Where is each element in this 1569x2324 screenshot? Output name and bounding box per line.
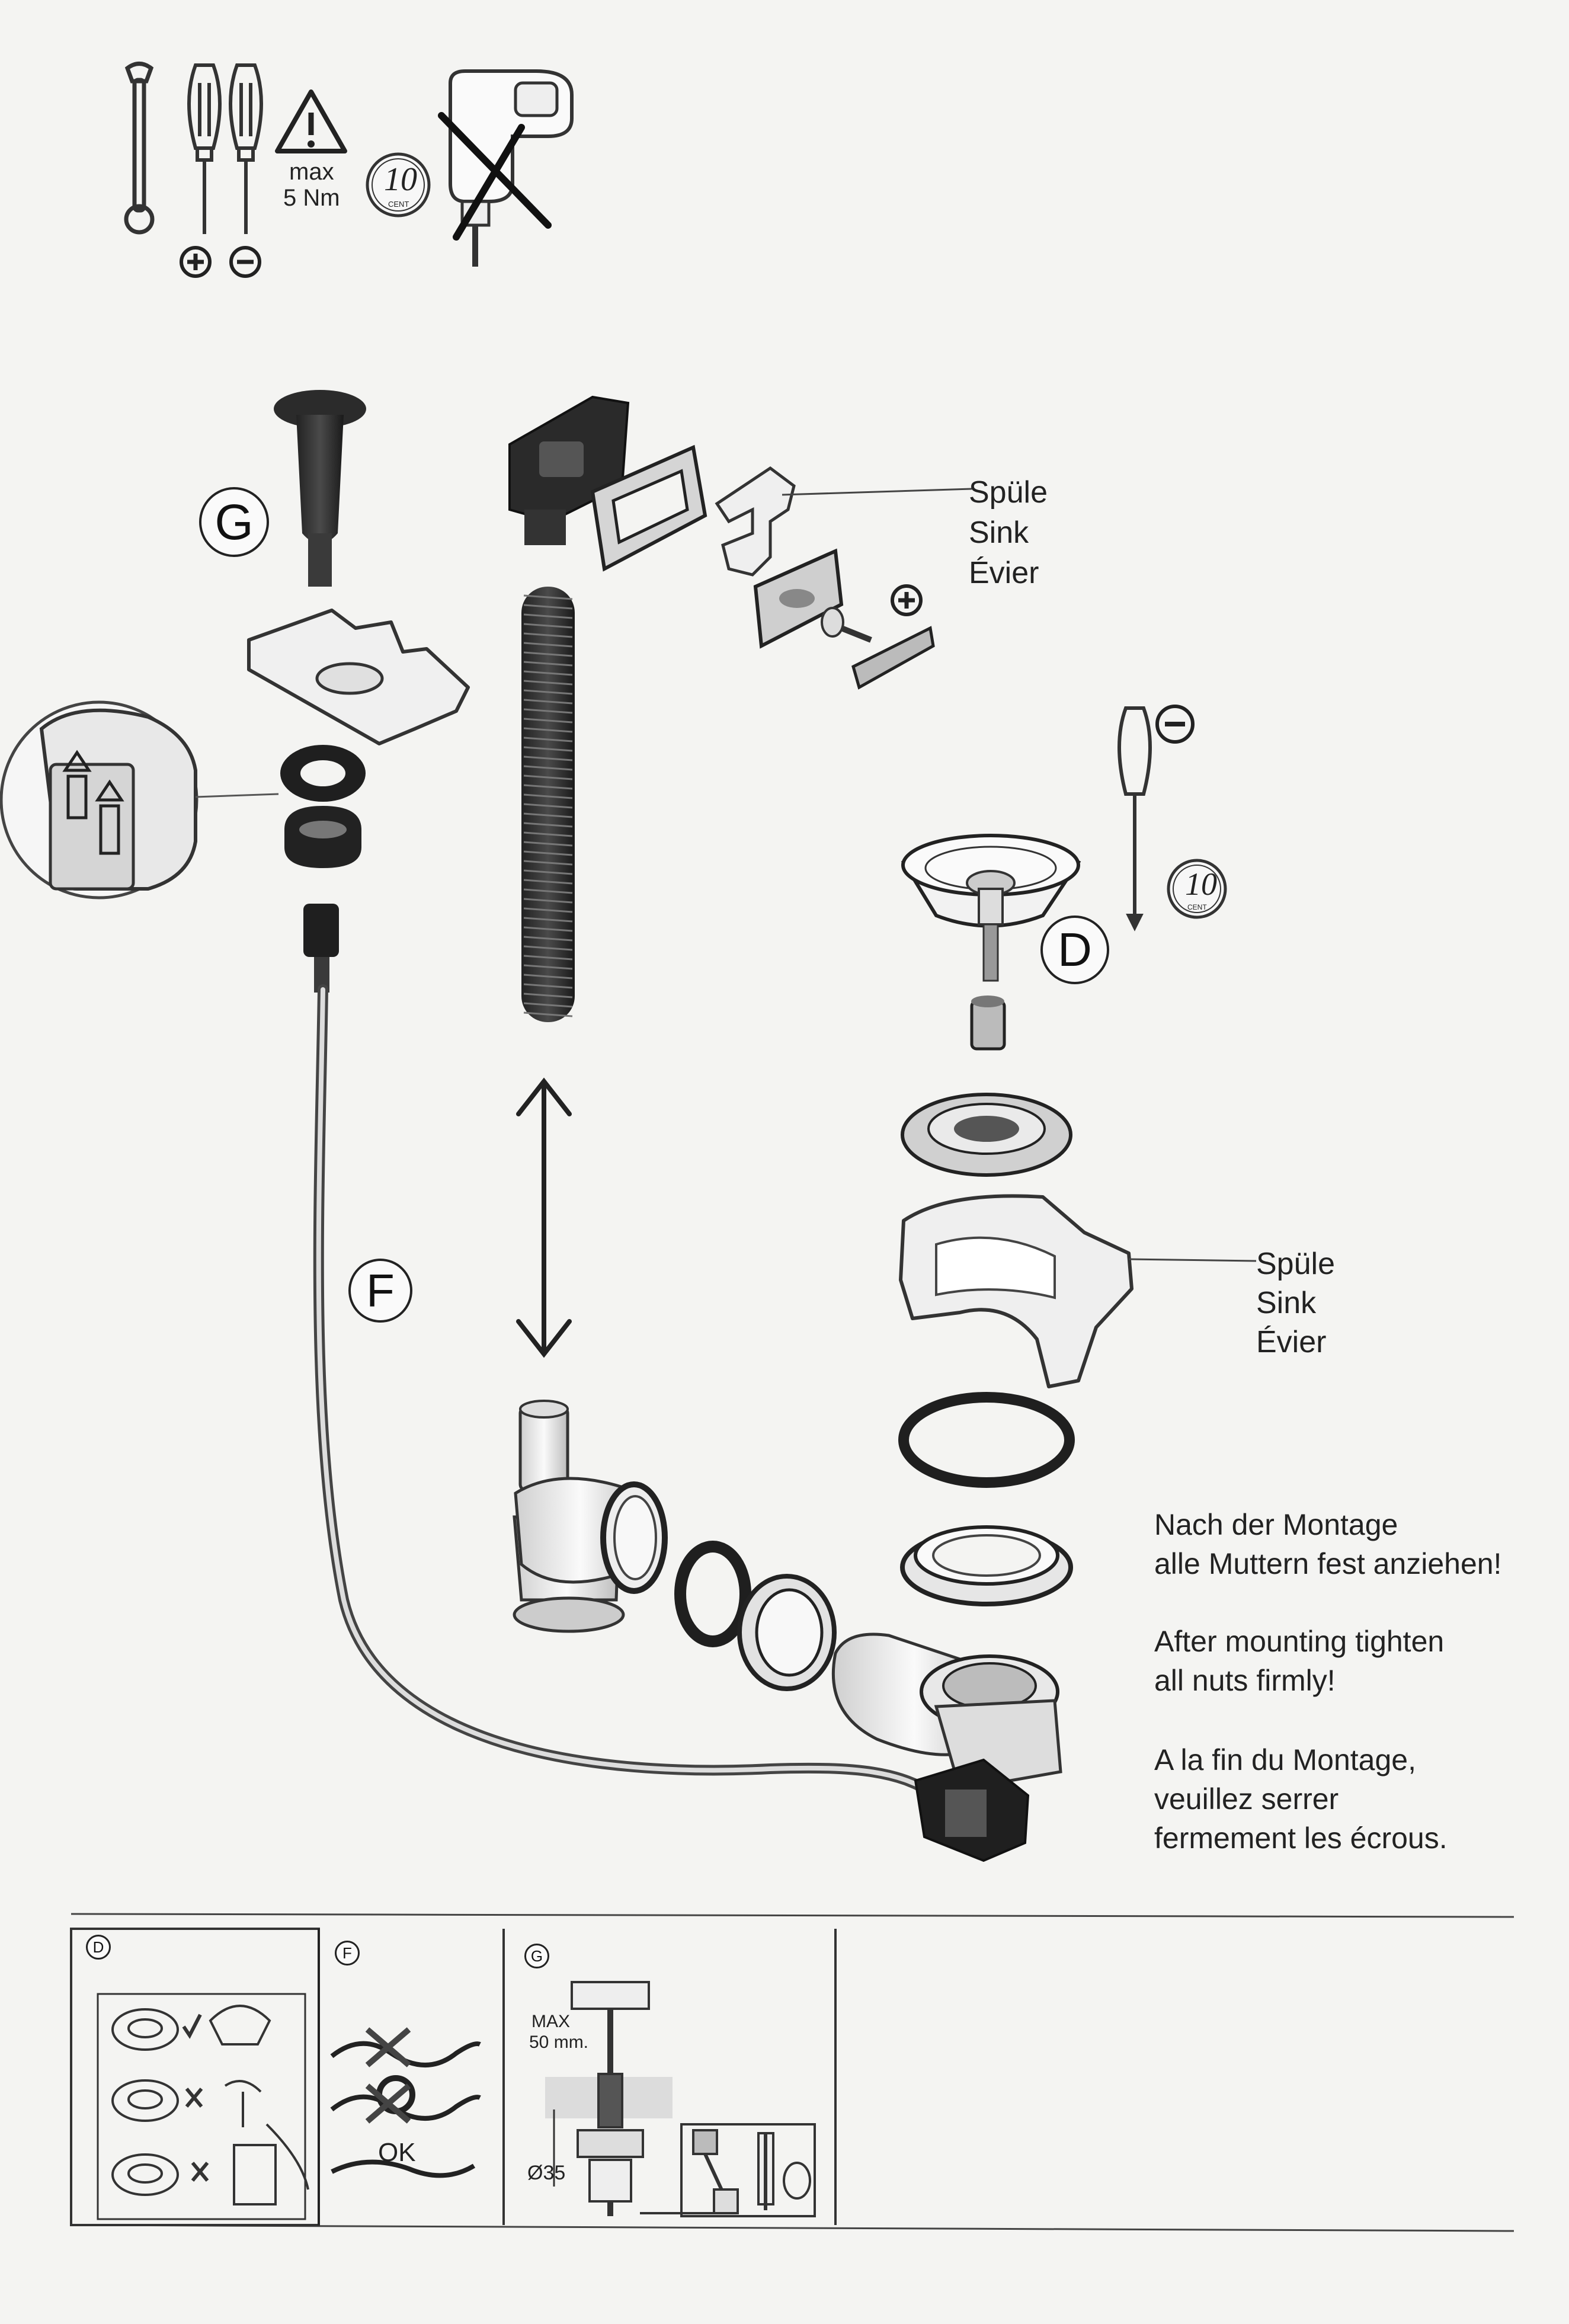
- sink-label-top-de: Spüle: [969, 475, 1048, 510]
- flat-screwdriver-small-icon: [1117, 706, 1152, 931]
- part-label-d: D: [1040, 915, 1109, 984]
- warning-icon: [275, 89, 347, 153]
- flat-screwdriver-icon: [229, 63, 263, 234]
- diameter-label: Ø35: [527, 2162, 566, 2184]
- minus-symbol-icon: [229, 246, 261, 278]
- coin-icon: [366, 152, 431, 217]
- plus-symbol-icon: [180, 246, 212, 278]
- length-double-arrow: [516, 1077, 572, 1358]
- sink-label-bowl-en: Sink: [1256, 1286, 1317, 1320]
- detail-panel-f: [318, 1929, 481, 2225]
- overflow-clip-part: [851, 626, 935, 690]
- strainer-screw-part: [970, 995, 1006, 1051]
- drain-flange-part: [901, 1093, 1072, 1177]
- sink-label-bowl-de: Spüle: [1256, 1247, 1335, 1281]
- strainer-basket-part: [901, 834, 1081, 982]
- sealing-ring-part: [898, 1392, 1075, 1488]
- coin-unit-label-2: CENT: [1187, 903, 1207, 911]
- drain-lock-nut-part: [900, 1525, 1073, 1606]
- sink-label-top-fr: Évier: [969, 556, 1039, 590]
- detail-panel-d: [70, 1928, 320, 2226]
- ok-label: OK: [378, 2138, 416, 2167]
- phillips-screwdriver-icon: [187, 63, 222, 234]
- popup-knob-part: [274, 390, 366, 587]
- rubber-washer-part: [280, 745, 366, 802]
- power-drill-forbidden-icon: [438, 69, 574, 267]
- instruction-fr-line-2: veuillez serrer: [1154, 1782, 1339, 1816]
- sink-label-bowl-fr: Évier: [1256, 1325, 1327, 1359]
- coin-small-icon: [1167, 859, 1227, 919]
- detail-magnifier: [0, 700, 279, 899]
- detail-panel-g: [502, 1929, 837, 2225]
- coin-value-label: 10: [384, 161, 417, 198]
- wrench-icon: [124, 62, 155, 235]
- max-label: MAX: [531, 2012, 571, 2031]
- sink-wall-overflow-part: [715, 466, 972, 577]
- union-nut-part: [737, 1574, 837, 1691]
- detail-label-f: F: [335, 1941, 360, 1966]
- sink-bowl-section-part: [899, 1194, 1257, 1388]
- plus-symbol-small-icon: [891, 584, 923, 616]
- instruction-de-line-2: alle Muttern fest anziehen!: [1154, 1547, 1502, 1580]
- instruction-en-line-2: all nuts firmly!: [1154, 1664, 1336, 1697]
- instruction-en-line-1: After mounting tighten: [1154, 1625, 1445, 1658]
- outlet-body-part: [831, 1632, 1062, 1862]
- part-label-f: F: [348, 1259, 412, 1323]
- overflow-screw-part: [821, 607, 872, 643]
- coin-unit-label: CENT: [388, 200, 409, 209]
- detail-label-g: G: [524, 1944, 549, 1968]
- part-label-g: G: [199, 487, 269, 557]
- instruction-fr-line-3: fermement les écrous.: [1154, 1822, 1448, 1855]
- max-value-label: 50 mm.: [529, 2032, 589, 2052]
- detail-label-d: D: [86, 1935, 111, 1960]
- sink-label-top-en: Sink: [969, 516, 1029, 550]
- overflow-gasket-part: [590, 444, 707, 572]
- hose-ring-part: [674, 1541, 751, 1647]
- lock-nut-part: [284, 806, 361, 868]
- corrugated-hose-part: [521, 587, 575, 1022]
- torque-value-label: 5 Nm: [283, 185, 340, 211]
- coin-value-label-2: 10: [1185, 866, 1217, 902]
- cable-end-part: [303, 904, 339, 993]
- instruction-de-line-1: Nach der Montage: [1154, 1508, 1398, 1541]
- overflow-backplate-part: [753, 548, 844, 649]
- sink-deck-section-part: [247, 609, 470, 745]
- outlet-tee-part: [513, 1400, 668, 1633]
- minus-symbol-small-icon: [1155, 705, 1195, 744]
- torque-max-label: max: [289, 159, 334, 185]
- instruction-fr-line-1: A la fin du Montage,: [1154, 1743, 1416, 1776]
